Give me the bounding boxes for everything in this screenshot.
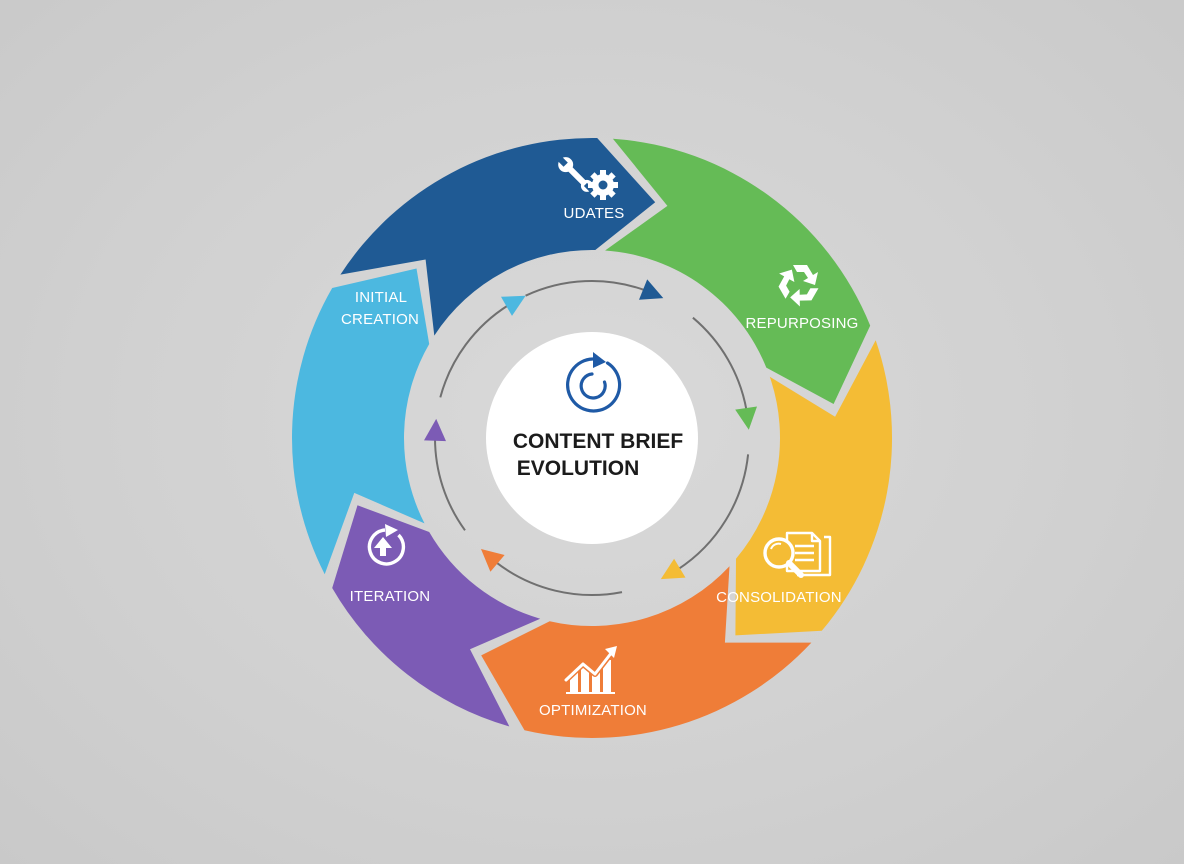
label-optimization: OPTIMIZATION <box>539 702 647 719</box>
inner-arc <box>434 437 466 531</box>
segment-initial-creation <box>292 268 430 575</box>
segment-repurposing <box>605 138 871 404</box>
segment-iteration <box>332 505 541 727</box>
hub: CONTENT BRIEF EVOLUTION <box>486 332 698 544</box>
inner-arc <box>525 280 647 297</box>
hub-circle <box>486 332 698 544</box>
label-consolidation: CONSOLIDATION <box>716 589 842 606</box>
hub-title-line1: CONTENT BRIEF <box>513 430 684 453</box>
stage-labels: INITIAL CREATION UDATES REPURPOSING CONS… <box>341 205 858 719</box>
inner-cycle-ring <box>424 279 757 596</box>
refresh-up-icon <box>367 524 406 566</box>
recycle-icon <box>773 265 819 310</box>
refresh-cycle-icon <box>566 352 622 413</box>
label-initial-line2: CREATION <box>341 311 419 328</box>
label-updates: UDATES <box>564 205 625 222</box>
wrench-gear-icon <box>556 155 618 200</box>
magnifier-documents-icon <box>763 531 832 578</box>
growth-chart-icon <box>563 646 617 694</box>
inner-arc <box>676 454 750 571</box>
inner-arrowhead <box>481 549 505 572</box>
label-initial-line1: INITIAL <box>355 289 407 306</box>
inner-arrowhead <box>424 418 446 442</box>
inner-arc <box>692 316 748 411</box>
inner-arrowhead <box>660 558 686 580</box>
inner-arrowhead <box>735 406 757 430</box>
segment-optimization <box>481 566 812 738</box>
label-iteration: ITERATION <box>350 588 431 605</box>
segment-updates <box>340 137 656 336</box>
inner-arc <box>439 304 510 398</box>
inner-arrowhead <box>501 295 526 316</box>
inner-arc <box>494 560 623 596</box>
hub-title-line2: EVOLUTION <box>517 457 640 480</box>
inner-arrowhead <box>639 279 664 300</box>
label-repurposing: REPURPOSING <box>745 315 858 332</box>
